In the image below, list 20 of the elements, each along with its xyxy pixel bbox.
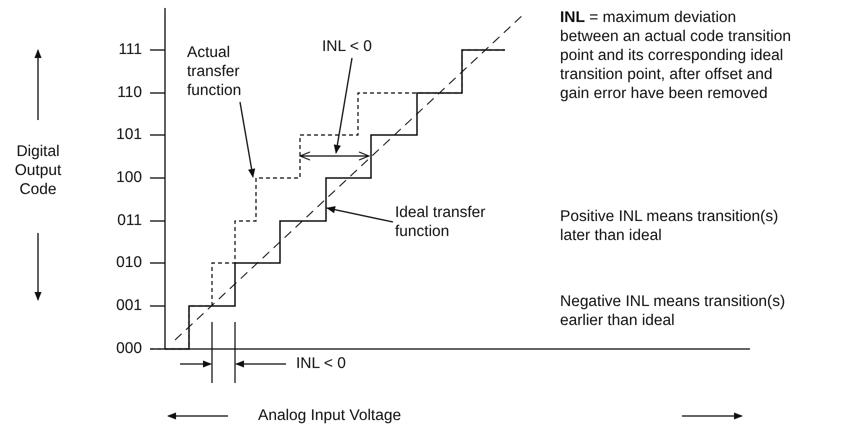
callout-text: Ideal transfer function: [395, 203, 525, 241]
callout-text: Actual transfer function: [187, 43, 267, 100]
tick-label: 110: [116, 83, 142, 102]
tick-label: 010: [115, 253, 142, 272]
axis-title: Analog Input Voltage: [258, 406, 402, 425]
tick-label: 011: [116, 211, 142, 230]
annotation-text: Positive INL means transition(s) later than ideal: [560, 207, 780, 245]
annotation-text: INL = maximum deviation between an actual code transition point and its corresponding ideal transition point, after offset and gain error have been removed: [560, 8, 792, 103]
annotation-text: Negative INL means transition(s) earlier than ideal: [560, 292, 786, 330]
tick-label: 000: [115, 339, 142, 358]
tick-label: 100: [115, 168, 142, 187]
tick-label: 101: [115, 125, 142, 144]
leader-line: [334, 58, 353, 154]
callout-text: INL < 0: [322, 37, 372, 56]
tick-label: 111: [117, 40, 142, 59]
axis-title: Digital Output Code: [14, 142, 62, 199]
dimension-label: INL < 0: [296, 354, 346, 373]
leader-line: [239, 102, 256, 178]
tick-label: 001: [115, 296, 142, 315]
leader-line: [326, 206, 394, 223]
